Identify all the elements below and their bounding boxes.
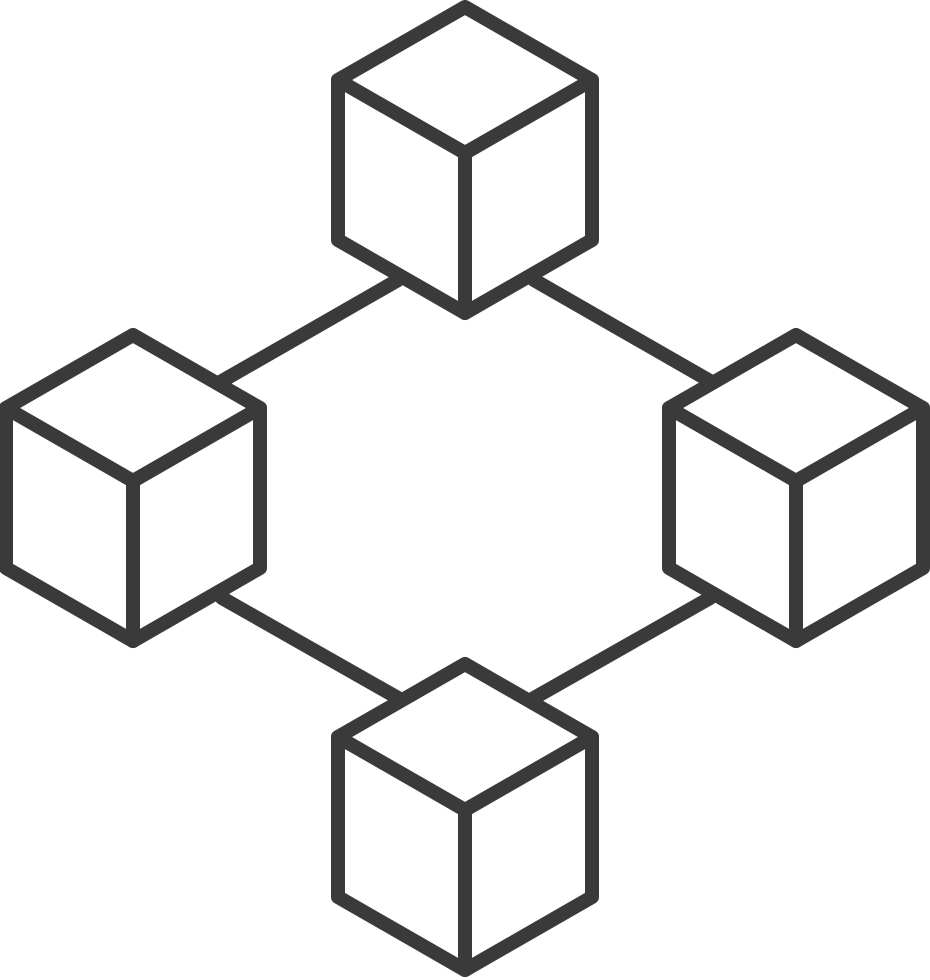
cube-top-cube-icon: [331, 0, 599, 320]
cube-top-face-edge: [331, 730, 599, 817]
cube-bottom-cube-icon: [331, 657, 599, 977]
cube-left-cube-icon: [0, 328, 267, 648]
connection-lines: [215, 273, 717, 705]
connection-line-top-right: [527, 273, 717, 388]
connection-line-right-bottom: [527, 591, 717, 705]
cube-top-face-edge: [331, 73, 599, 160]
cube-right-cube-icon: [662, 328, 930, 648]
cube-top-face-edge: [662, 401, 930, 488]
cube-top-face-edge: [0, 401, 267, 488]
connection-line-left-bottom: [215, 591, 405, 705]
connection-line-top-left: [215, 273, 405, 388]
